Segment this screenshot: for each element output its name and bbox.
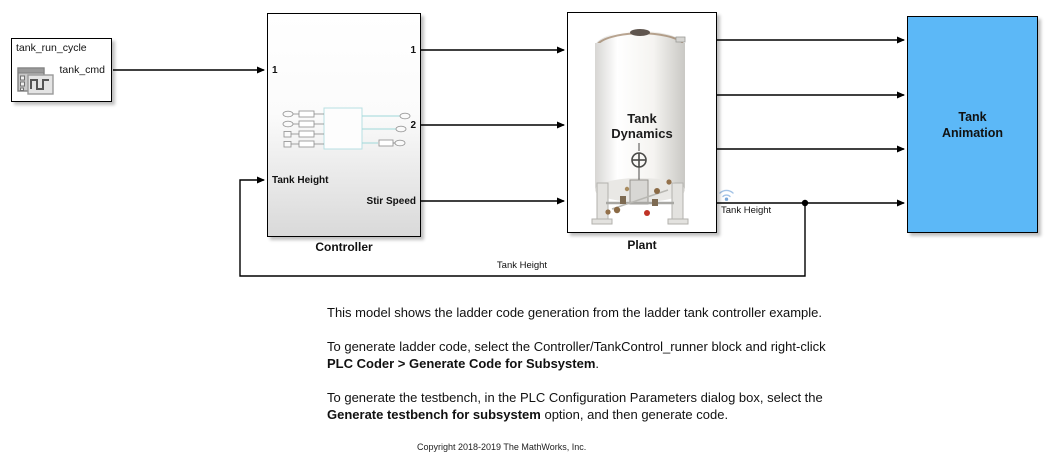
block-plant[interactable]: Tank Dynamics — [567, 12, 717, 233]
tank-animation-label: Tank Animation — [941, 109, 1004, 140]
annotation-paragraph-3: To generate the testbench, in the PLC Co… — [327, 389, 844, 423]
signal-editor-icon — [17, 67, 54, 95]
wire-tank-height-feedback[interactable] — [239, 176, 806, 277]
wire-label-tank-height-plant: Tank Height — [721, 205, 772, 216]
annotation-p3-prefix: To generate the testbench, in the PLC Co… — [327, 390, 823, 405]
inport-label-1: 1 — [272, 65, 278, 76]
annotation-p2-bold: PLC Coder > Generate Code for Subsystem — [327, 356, 596, 371]
annotation-p1-text: This model shows the ladder code generat… — [327, 305, 822, 320]
block-tank-animation[interactable]: Tank Animation — [907, 16, 1038, 233]
wire-label-tank-height-feedback: Tank Height — [496, 260, 548, 271]
annotation-paragraph-1: This model shows the ladder code generat… — [327, 304, 844, 321]
tank-image — [591, 29, 689, 225]
outport-label-tank-cmd: tank_cmd — [59, 64, 105, 76]
annotation-p2-prefix: To generate ladder code, select the Cont… — [327, 339, 826, 354]
outport-label-2: 2 — [410, 120, 416, 131]
inport-label-tank-height: Tank Height — [272, 175, 329, 186]
copyright-notice: Copyright 2018-2019 The MathWorks, Inc. — [417, 442, 587, 452]
annotation-p2-suffix: . — [595, 356, 599, 371]
controller-block-name: Controller — [315, 240, 373, 254]
annotation-p3-bold: Generate testbench for subsystem — [327, 407, 541, 422]
block-tank-run-cycle[interactable]: tank_run_cycle tank_cmd — [11, 38, 112, 102]
model-annotation: This model shows the ladder code generat… — [327, 304, 844, 423]
tank-dynamics-caption: Tank Dynamics — [611, 111, 673, 141]
outport-label-1: 1 — [410, 45, 416, 56]
outport-label-stir-speed: Stir Speed — [366, 196, 416, 207]
wireless-icon — [719, 189, 734, 201]
block-controller[interactable]: 1 Tank Height 1 2 Stir Speed — [267, 13, 421, 237]
annotation-paragraph-2: To generate ladder code, select the Cont… — [327, 338, 844, 372]
subsystem-preview-thumbnail — [282, 107, 411, 150]
block-title: tank_run_cycle — [16, 42, 87, 54]
plant-block-name: Plant — [627, 238, 657, 252]
annotation-p3-suffix: option, and then generate code. — [540, 407, 729, 422]
